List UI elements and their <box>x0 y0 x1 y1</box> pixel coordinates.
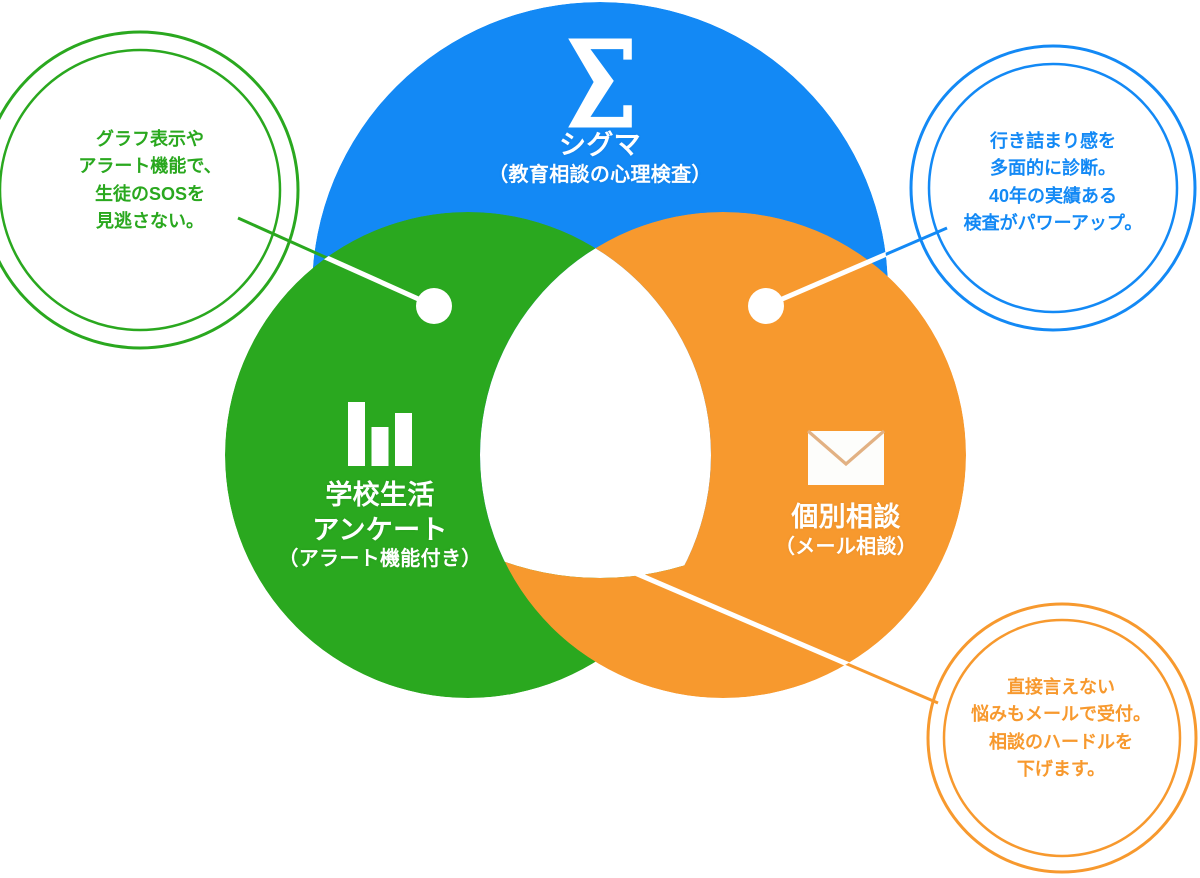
label-school-survey: 学校生活 アンケート （アラート機能付き） <box>200 478 560 573</box>
orange-callout-ring-inner <box>942 618 1182 858</box>
label-individual-consult: 個別相談 （メール相談） <box>666 500 1026 560</box>
blue-callout-ring-outer <box>909 44 1197 332</box>
label-sigma: シグマ （教育相談の心理検査） <box>420 128 780 188</box>
green-callout-text: グラフ表示や アラート機能で、 生徒のSOSを 見逃さない。 <box>15 126 285 235</box>
blue-callout-text: 行き詰まり感を 多面的に診断。 40年の実績ある 検査がパワーアップ。 <box>918 128 1188 237</box>
orange-callout-ring-outer <box>926 602 1198 874</box>
green-callout-line-2: アラート機能で、 <box>78 156 222 177</box>
blue-callout-line-3: 40年の実績ある <box>988 185 1118 206</box>
label-school-survey-title-line2: アンケート <box>312 514 448 545</box>
orange-callout-line-3: 相談のハードルを <box>989 731 1133 752</box>
orange-callout-text: 直接言えない 悩みもメールで受付。 相談のハードルを 下げます。 <box>930 674 1192 783</box>
blue-callout-leader-line-inner <box>765 225 888 309</box>
blue-callout-line-2: 多面的に診断。 <box>990 158 1116 179</box>
label-individual-consult-subtitle: （メール相談） <box>774 535 918 558</box>
label-sigma-title: シグマ <box>559 130 641 160</box>
orange-callout-line-2: 悩みもメールで受付。 <box>971 704 1151 725</box>
green-callout-line-3: 生徒のSOSを <box>94 183 205 204</box>
blue-callout-line-1: 行き詰まり感を <box>990 131 1116 151</box>
green-callout-anchor-dot <box>416 288 452 324</box>
bar-chart-icon <box>348 402 412 466</box>
orange-callout-line-1: 直接言えない <box>1007 677 1115 697</box>
green-callout-ring-outer <box>0 30 300 350</box>
orange-callout-line-4: 下げます。 <box>1016 759 1106 780</box>
blue-callout-line-4: 検査がパワーアップ。 <box>963 213 1143 234</box>
green-callout-line-1: グラフ表示や <box>96 129 204 149</box>
label-sigma-subtitle: （教育相談の心理検査） <box>488 163 712 186</box>
label-school-survey-subtitle: （アラート機能付き） <box>278 548 482 571</box>
blue-callout-ring-inner <box>927 62 1179 314</box>
label-school-survey-title-line1: 学校生活 <box>325 480 435 510</box>
envelope-icon <box>806 429 886 485</box>
sigma-icon <box>568 38 632 128</box>
label-individual-consult-title: 個別相談 <box>791 502 901 532</box>
orange-callout-anchor-dot <box>582 540 618 576</box>
venn-circle-individual-consult[interactable] <box>480 212 966 698</box>
blue-callout-anchor-dot <box>748 288 784 324</box>
green-callout-line-4: 見逃さない。 <box>96 211 204 232</box>
green-callout-ring-inner <box>0 48 282 332</box>
